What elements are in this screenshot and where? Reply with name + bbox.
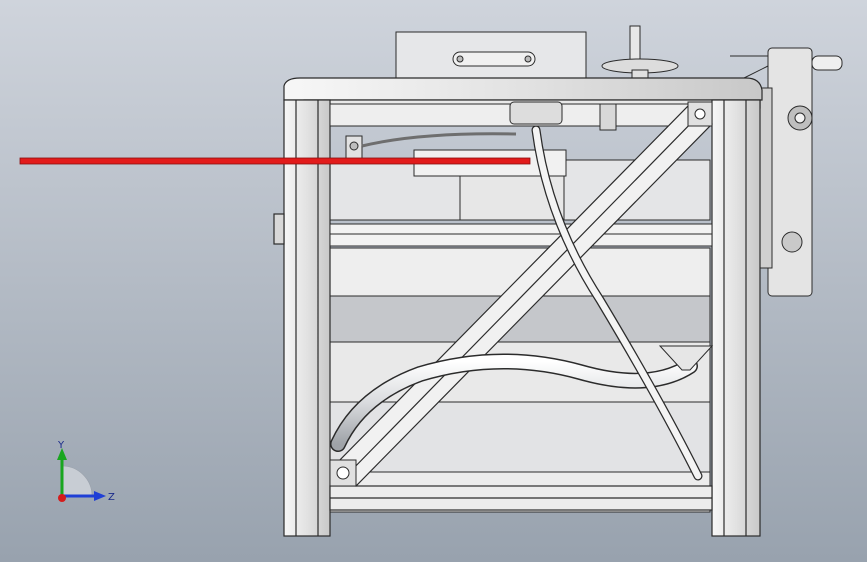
- z-axis-label: Z: [108, 492, 115, 503]
- side-gearbox: [730, 47, 843, 297]
- flex-hose-highlight: [331, 354, 697, 451]
- accent-rod: [19, 157, 531, 165]
- corner-gusset-bottom: [329, 459, 357, 487]
- z-axis-arrowhead: [94, 491, 106, 501]
- corner-gusset-top: [687, 101, 713, 127]
- handwheel: [601, 25, 679, 85]
- triad-origin: [58, 494, 66, 502]
- y-axis-label: Y: [57, 440, 65, 451]
- upper-cable: [361, 132, 517, 148]
- funnel: [658, 345, 714, 371]
- top-handle: [452, 51, 536, 67]
- drop-tube-highlight: [532, 126, 702, 480]
- y-axis-arrowhead: [57, 448, 67, 460]
- orientation-triad: Y Z: [57, 440, 115, 503]
- frame-left-post: [273, 99, 331, 537]
- triad-quadrant: [61, 465, 93, 497]
- frame-right-post: [711, 99, 761, 537]
- frame-bottom-rail: [329, 485, 713, 511]
